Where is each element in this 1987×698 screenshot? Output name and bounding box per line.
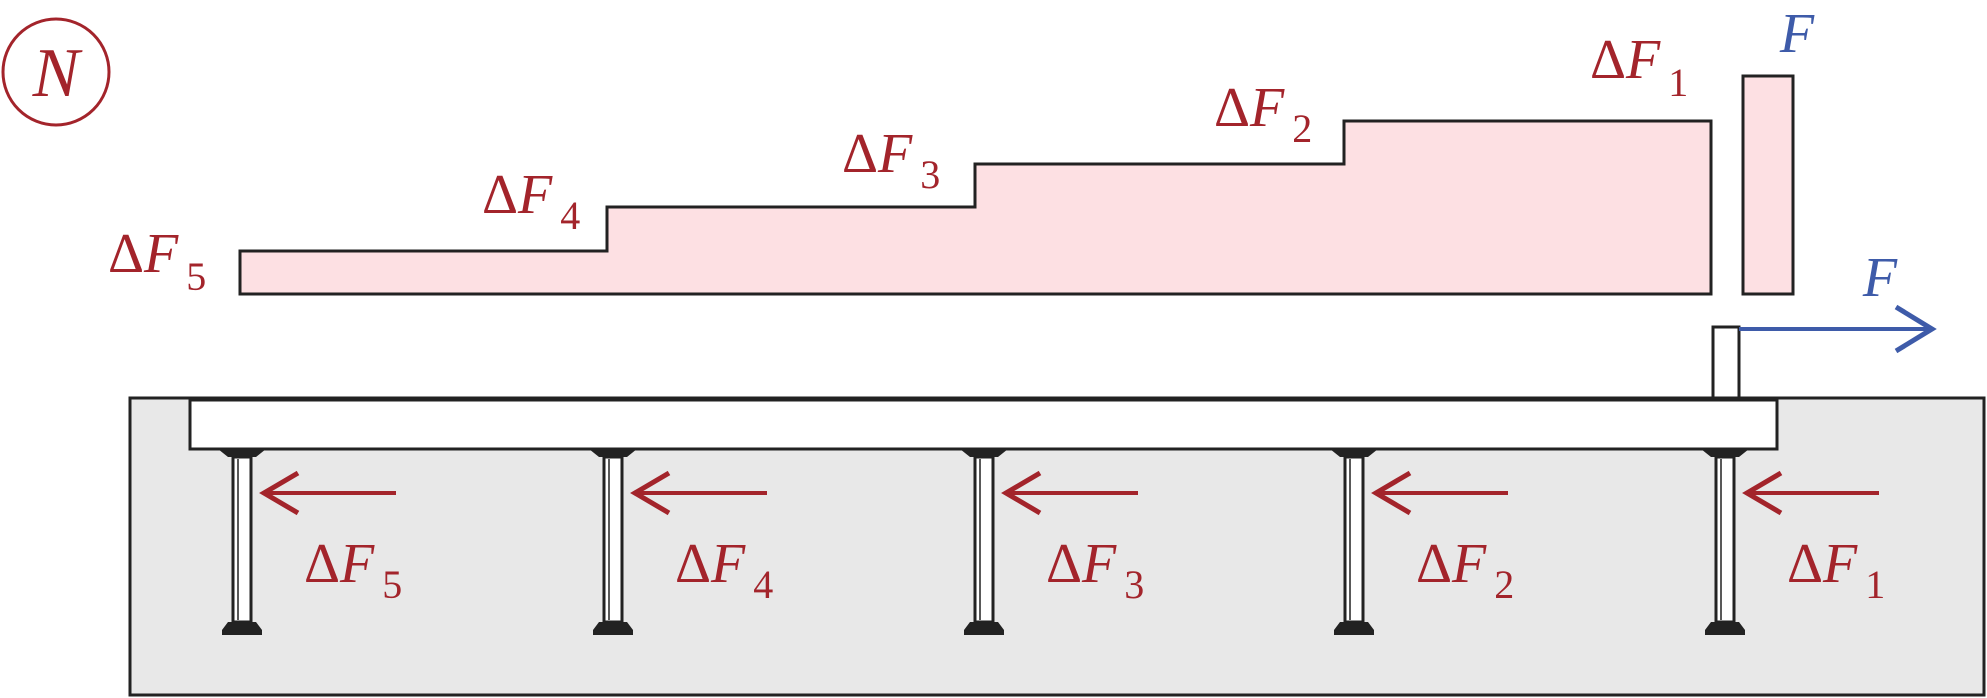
axial-force-steps [238, 119, 1713, 296]
svg-text:ΔF2: ΔF2 [1214, 77, 1312, 151]
support-column [231, 455, 253, 624]
support-top-bearing [218, 449, 266, 457]
support-column [1714, 455, 1736, 624]
support-top-bearing [1701, 449, 1749, 457]
support-base [964, 622, 1004, 630]
support-column [1343, 455, 1365, 624]
diagram-symbol: N [1, 17, 111, 127]
svg-text:ΔF3: ΔF3 [842, 123, 940, 197]
load-post [1711, 325, 1741, 400]
reaction-arrow-2 [630, 470, 767, 516]
support-top-bearing [1330, 449, 1378, 457]
symbol-letter: N [32, 35, 83, 112]
symbol-circle [1, 17, 111, 127]
reaction-arrow-3 [1001, 470, 1138, 516]
support-base [222, 622, 262, 630]
support-top-bearing [960, 449, 1008, 457]
reaction-arrow-5 [1742, 470, 1879, 516]
support-column [602, 455, 624, 624]
applied-force-arrow [1739, 304, 1937, 354]
svg-text:ΔF1: ΔF1 [1590, 29, 1688, 105]
beam [188, 398, 1779, 451]
reaction-arrow-1 [259, 470, 396, 516]
support-base [1705, 622, 1745, 630]
support-base [593, 622, 633, 630]
support-column [973, 455, 995, 624]
support-base [1334, 622, 1374, 630]
svg-text:ΔF4: ΔF4 [482, 164, 580, 238]
applied-force-bar-label: F [1779, 3, 1815, 65]
support-top-bearing [589, 449, 637, 457]
applied-force-bar [1741, 74, 1795, 296]
svg-text:ΔF5: ΔF5 [108, 223, 206, 299]
applied-force-arrow-label: F [1862, 247, 1898, 309]
reaction-arrow-4 [1371, 470, 1508, 516]
